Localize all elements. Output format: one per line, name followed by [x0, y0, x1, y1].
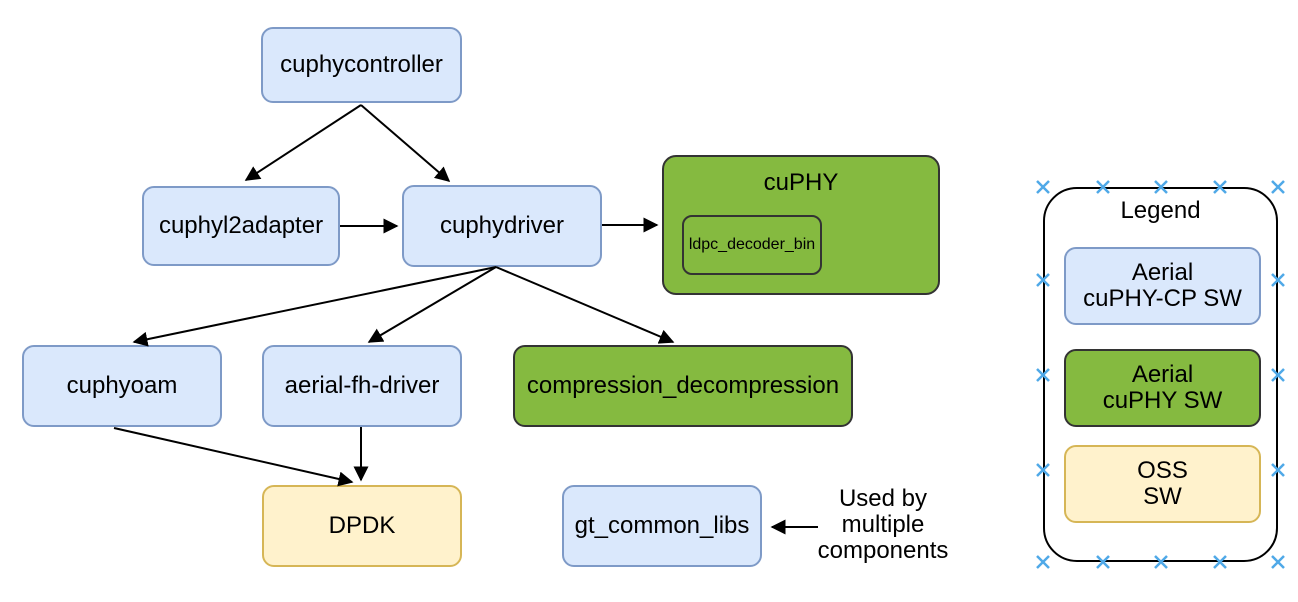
annotation-line: multiple	[841, 511, 925, 538]
node-cuphy-label: cuPHY	[763, 169, 839, 196]
node-aerial-fh-driver: aerial-fh-driver	[262, 345, 462, 427]
edge-cuphydriver-aerial-fh-driver	[367, 266, 497, 343]
legend-item-label: OSS	[1137, 457, 1188, 484]
legend-box: Legend Aerial cuPHY-CP SW Aerial cuPHY S…	[1043, 187, 1278, 562]
legend-title: Legend	[1120, 197, 1201, 224]
annotation-used-by-multiple-components: Used by multiple components	[798, 486, 968, 564]
node-compression-decompression: compression_decompression	[513, 345, 853, 427]
legend-item-aerial-cuphy-sw: Aerial cuPHY SW	[1064, 349, 1261, 427]
node-cuphy-group: cuPHY ldpc_decoder_bin	[662, 155, 940, 295]
legend-item-label: cuPHY SW	[1102, 387, 1223, 414]
node-cuphycontroller: cuphycontroller	[261, 27, 462, 103]
node-cuphyl2adapter: cuphyl2adapter	[142, 186, 340, 266]
node-ldpc-decoder-bin: ldpc_decoder_bin	[682, 215, 822, 275]
annotation-line: components	[817, 537, 949, 564]
legend-item-oss-sw: OSS SW	[1064, 445, 1261, 523]
node-cuphyoam: cuphyoam	[22, 345, 222, 427]
legend-item-aerial-cuphy-cp-sw: Aerial cuPHY-CP SW	[1064, 247, 1261, 325]
node-gt-common-libs: gt_common_libs	[562, 485, 762, 567]
edge-cuphydriver-cuphyoam	[132, 266, 497, 347]
legend-item-label: Aerial	[1131, 259, 1194, 286]
node-dpdk: DPDK	[262, 485, 462, 567]
legend-item-label: cuPHY-CP SW	[1083, 285, 1242, 312]
edge-cuphycontroller-cuphydriver	[360, 104, 451, 182]
legend-item-label: Aerial	[1131, 361, 1194, 388]
node-cuphydriver: cuphydriver	[402, 185, 602, 267]
edge-cuphyoam-dpdk	[113, 427, 354, 487]
legend-item-label: SW	[1143, 483, 1182, 510]
edge-cuphycontroller-cuphyl2adapter	[244, 104, 362, 181]
edge-cuphydriver-compression-decompression	[495, 266, 675, 344]
annotation-line: Used by	[838, 485, 928, 512]
